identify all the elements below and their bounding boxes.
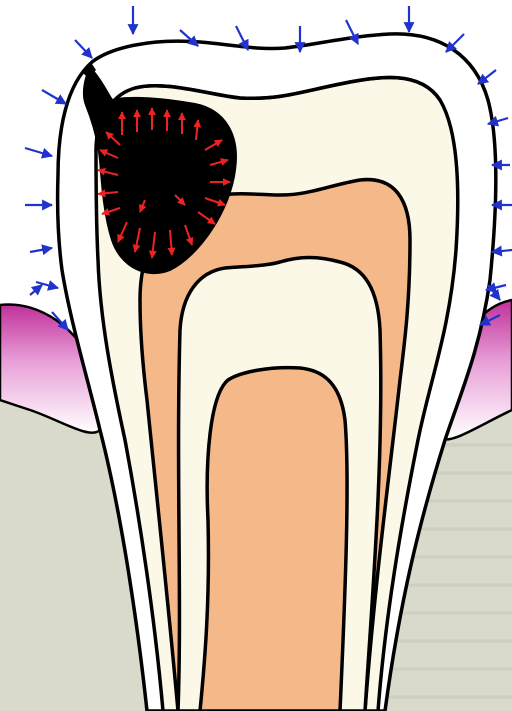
arrow-icon	[75, 40, 92, 58]
arrow-icon	[492, 250, 512, 252]
arrow-icon	[25, 148, 52, 156]
arrow-icon	[42, 90, 66, 104]
arrow-icon	[30, 248, 52, 252]
arrow-icon	[30, 285, 42, 295]
arrow-icon	[478, 70, 496, 84]
